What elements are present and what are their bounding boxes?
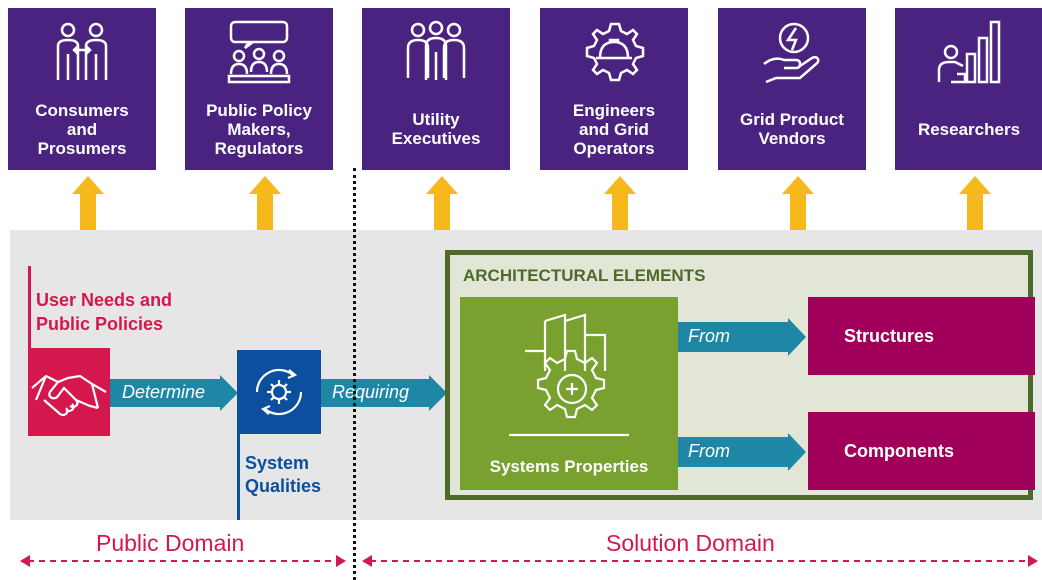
determine-arrow <box>110 375 238 411</box>
up-arrow-icon <box>72 176 104 230</box>
buildings-gear-icon <box>509 313 629 437</box>
hand-energy-icon <box>760 20 824 89</box>
up-arrow-icon <box>604 176 636 230</box>
researcher-chart-icon <box>937 20 1001 89</box>
executives-group-icon <box>404 20 468 89</box>
meeting-table-icon <box>227 20 291 89</box>
from-components-arrow <box>678 433 806 471</box>
stakeholder-label: Public Policy Makers, Regulators <box>206 100 312 158</box>
stakeholder-utility-executives: Utility Executives <box>362 8 510 170</box>
stakeholder-consumers: Consumers and Prosumers <box>8 8 156 170</box>
public-domain-label: Public Domain <box>96 530 245 556</box>
requiring-label: Requiring <box>332 382 410 402</box>
stakeholder-policy-makers: Public Policy Makers, Regulators <box>185 8 333 170</box>
up-arrow-icon <box>959 176 991 230</box>
user-needs-title: User Needs and Public Policies <box>36 290 173 334</box>
stakeholder-label: Grid Product Vendors <box>740 110 844 148</box>
systems-properties-label: Systems Properties <box>489 457 649 476</box>
up-arrow-icon <box>249 176 281 230</box>
up-arrow-icon <box>782 176 814 230</box>
domain-divider <box>353 168 356 580</box>
handshake-icon <box>31 374 107 417</box>
requiring-arrow <box>321 375 447 411</box>
hardhat-gear-icon <box>582 20 646 89</box>
consumers-exchange-icon <box>50 20 114 89</box>
solution-domain-label: Solution Domain <box>606 530 775 556</box>
up-arrow-icon <box>426 176 458 230</box>
from-label: From <box>688 441 730 461</box>
handshake-box <box>28 348 110 436</box>
public-domain-span-arrow <box>20 555 346 567</box>
components-box: Components <box>808 412 1035 490</box>
stakeholder-label: Utility Executives <box>391 110 481 148</box>
from-structures-arrow <box>678 318 806 356</box>
from-label: From <box>688 326 730 346</box>
determine-label: Determine <box>122 382 206 402</box>
stakeholder-researchers: Researchers <box>895 8 1042 170</box>
architectural-elements-title: ARCHITECTURAL ELEMENTS <box>463 266 706 285</box>
system-qualities-title: System Qualities <box>245 453 322 496</box>
systems-properties-box <box>460 297 678 490</box>
structures-box: Structures <box>808 297 1035 375</box>
system-qualities-box <box>237 350 321 434</box>
cycle-gear-icon <box>255 368 303 416</box>
stakeholder-label: Consumers and Prosumers <box>35 100 129 158</box>
stakeholder-engineers: Engineers and Grid Operators <box>540 8 688 170</box>
stakeholder-label: Engineers and Grid Operators <box>572 100 656 158</box>
qualities-accent-line <box>237 350 240 520</box>
solution-domain-span-arrow <box>362 555 1038 567</box>
stakeholder-label: Researchers <box>917 119 1021 139</box>
stakeholder-vendors: Grid Product Vendors <box>718 8 866 170</box>
